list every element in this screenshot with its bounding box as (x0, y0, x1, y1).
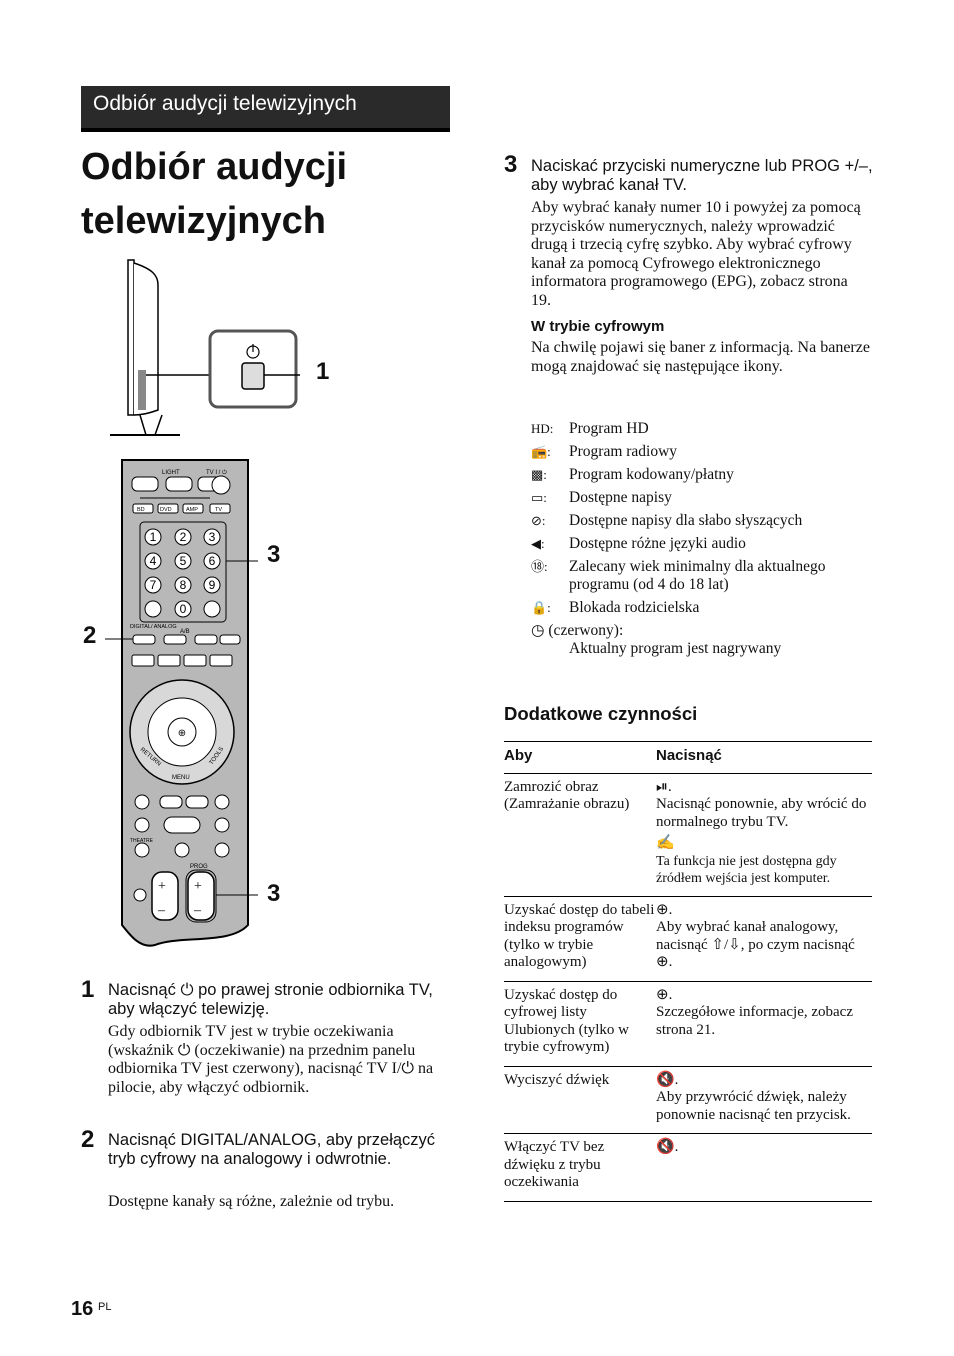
tv-remote-illustration: LIGHT TV I / ⏻ BD DVD AMP TV 1 2 3 4 5 6… (105, 259, 300, 947)
lock-icon: 🔒: (531, 600, 551, 615)
table-row: Zamrozić obraz (Zamrażanie obrazu) ⏯. Na… (504, 773, 872, 897)
svg-text:PROG: PROG (190, 864, 208, 870)
table-row: Uzyskać dostęp do tabeli indeksu program… (504, 896, 872, 982)
page-title: Odbiór audycji telewizyjnych (81, 146, 348, 242)
section-banner: Odbiór audycji telewizyjnych (81, 86, 450, 132)
scrambled-icon: ▩: (531, 467, 547, 482)
extra-ops-title: Dodatkowe czynności (504, 703, 698, 724)
banner-text: Odbiór audycji telewizyjnych (93, 92, 357, 115)
step-3-heading: Naciskać przyciski numeryczne lub PROG +… (531, 157, 873, 194)
radio-icon: 📻: (531, 444, 551, 459)
step-1-number: 1 (81, 976, 95, 1003)
svg-text:DVD: DVD (160, 507, 172, 513)
col-header-aby: Aby (504, 741, 656, 774)
svg-text:–: – (157, 903, 166, 918)
hearing-impaired-icon: ⊘: (531, 513, 546, 528)
audio-language-icon: ◀: (531, 536, 545, 551)
tv-power-button (241, 362, 265, 390)
svg-text:AMP: AMP (186, 507, 198, 513)
step-2-body: Dostępne kanały są różne, zależnie od tr… (108, 1193, 395, 1210)
callout-3: 3 (267, 541, 281, 568)
svg-text:DIGITAL/ ANALOG: DIGITAL/ ANALOG (130, 624, 177, 630)
svg-text:8: 8 (180, 578, 187, 592)
table-row: Wyciszyć dźwięk 🔇.Aby przywrócić dźwięk,… (504, 1066, 872, 1134)
subtitles-icon: ▭: (531, 490, 547, 505)
step-1-body: Gdy odbiornik TV jest w trybie oczekiwan… (108, 1023, 434, 1096)
svg-text:9: 9 (209, 578, 216, 592)
recording-row: ◷ (czerwony): Aktualny program jest nagr… (531, 622, 871, 658)
tv-side-illustration (110, 259, 210, 436)
table-row: Włączyć TV bez dźwięku z trybu oczekiwan… (504, 1133, 872, 1202)
svg-text:⊕: ⊕ (178, 728, 186, 739)
svg-text:0: 0 (180, 602, 187, 616)
callout-3b: 3 (267, 880, 281, 907)
icon-row: ⊘:Dostępne napisy dla słabo słyszących (531, 512, 803, 529)
svg-text:2: 2 (180, 530, 187, 544)
svg-text:3: 3 (209, 530, 216, 544)
icon-row: 📻:Program radiowy (531, 443, 678, 460)
svg-text:+: + (194, 879, 202, 894)
age-rating-icon: ⑱: (531, 559, 548, 574)
extra-ops-table: Aby Nacisnąć Zamrozić obraz (Zamrażanie … (504, 741, 872, 1202)
hd-icon: HD: (531, 421, 554, 436)
icon-row: ▭:Dostępne napisy (531, 489, 672, 506)
svg-text:THEATRE: THEATRE (130, 838, 154, 844)
number-pad: 1 2 3 4 5 6 7 8 9 0 (144, 528, 221, 618)
step-1-heading: Nacisnąć ⏻ po prawej stronie odbiornika … (108, 981, 433, 1018)
page-language: PL (98, 1301, 112, 1313)
step-3-body: Aby wybrać kanały numer 10 i powyżej za … (531, 199, 861, 309)
digital-mode-heading: W trybie cyfrowym (531, 318, 665, 335)
svg-text:MENU: MENU (172, 775, 190, 781)
svg-text:1: 1 (150, 530, 157, 544)
svg-text:5: 5 (180, 554, 187, 568)
svg-text:A/B: A/B (180, 629, 190, 635)
svg-text:TV I / ⏻: TV I / ⏻ (206, 469, 227, 476)
recording-text: Aktualny program jest nagrywany (569, 640, 782, 657)
svg-text:TV: TV (215, 507, 222, 513)
banner-icon-list: HD:Program HD 📻:Program radiowy ▩:Progra… (531, 420, 871, 658)
icon-row: HD:Program HD (531, 420, 649, 437)
step-3-number: 3 (504, 151, 518, 178)
callout-1: 1 (316, 358, 330, 385)
svg-text:7: 7 (150, 578, 157, 592)
step-2-number: 2 (81, 1126, 95, 1153)
svg-text:6: 6 (209, 554, 216, 568)
icon-row: ▩:Program kodowany/płatny (531, 466, 734, 483)
svg-text:LIGHT: LIGHT (162, 470, 180, 476)
table-row: Uzyskać dostęp do cyfrowej listy Ulubion… (504, 981, 872, 1067)
callout-2: 2 (83, 622, 97, 649)
svg-text:–: – (193, 903, 202, 918)
svg-text:+: + (158, 879, 166, 894)
svg-text:4: 4 (150, 554, 157, 568)
step-2-heading: Nacisnąć DIGITAL/ANALOG, aby przełączyć … (108, 1131, 436, 1168)
digital-mode-body: Na chwilę pojawi się baner z informacją.… (531, 339, 870, 375)
recording-label: ◷ (czerwony): (531, 622, 624, 639)
svg-text:BD: BD (137, 507, 145, 513)
col-header-nacisnac: Nacisnąć (656, 741, 872, 774)
icon-row: 🔒:Blokada rodzicielska (531, 599, 700, 616)
note-icon: ✍ (656, 835, 675, 851)
icon-row: ⑱:Zalecany wiek minimalny dla aktualnego… (531, 558, 826, 593)
icon-row: ◀:Dostępne różne języki audio (531, 535, 746, 552)
page-number: 16 (71, 1298, 94, 1320)
